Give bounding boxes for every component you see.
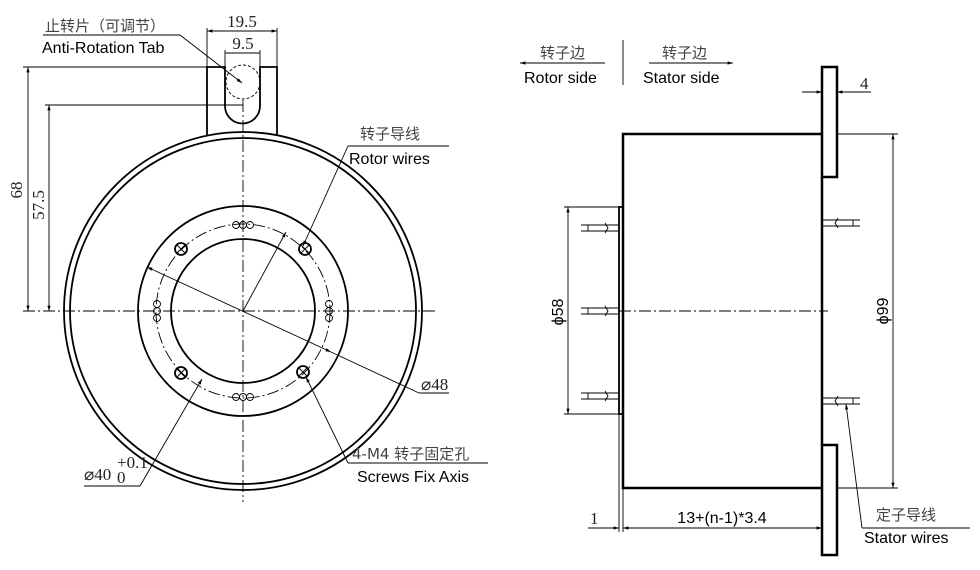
- dim-height-slot: 57.5: [29, 190, 48, 220]
- stator-side-en: Stator side: [643, 70, 720, 87]
- rotor-wires: [581, 222, 619, 402]
- screws-label-en: Screws Fix Axis: [357, 469, 469, 486]
- mounting-flange-bottom: [820, 443, 839, 557]
- dim-slot-width: 9.5: [232, 34, 253, 53]
- dim-stator-diameter: ϕ99: [875, 298, 892, 325]
- dim-offset: 1: [590, 509, 599, 528]
- screws-label-cn: 4-M4 转子固定孔: [352, 445, 469, 463]
- front-view: 19.5 9.5 68 57.5 止转片（可调节） Anti-Rotation …: [7, 12, 488, 502]
- dim-bore-tol-upper: +0.1: [117, 453, 148, 472]
- tab-label-cn: 止转片（可调节）: [45, 17, 165, 35]
- dim-height-total: 68: [7, 182, 26, 199]
- rotor-side-en: Rotor side: [524, 70, 597, 87]
- dim-flange-thickness: 4: [860, 74, 869, 93]
- tab-pin-circle: [225, 64, 261, 100]
- dim-bore-tol-lower: 0: [117, 468, 126, 487]
- rotor-plate: [618, 206, 624, 415]
- side-view: 转子边 Rotor side 转子边 Stator side 4 ϕ58: [520, 40, 970, 557]
- stator-side-cn: 转子边: [662, 44, 707, 62]
- rotor-side-cn: 转子边: [540, 44, 585, 62]
- mounting-flange-top: [820, 65, 839, 179]
- tab-label-en: Anti-Rotation Tab: [42, 40, 165, 57]
- dim-rotor-diameter: ϕ58: [550, 299, 567, 326]
- dim-bore: ⌀40: [84, 465, 111, 484]
- dim-tab-width: 19.5: [227, 12, 257, 31]
- dim-length: 13+(n-1)*3.4: [677, 510, 766, 527]
- stator-wires: [823, 217, 860, 407]
- stator-wires-en: Stator wires: [864, 530, 948, 547]
- anti-rotation-tab: [206, 66, 278, 136]
- stator-wires-cn: 定子导线: [876, 506, 936, 524]
- dim-pcd: ⌀48: [421, 375, 448, 394]
- rotor-wires-cn: 转子导线: [360, 125, 420, 143]
- rotor-wires-en: Rotor wires: [349, 151, 430, 168]
